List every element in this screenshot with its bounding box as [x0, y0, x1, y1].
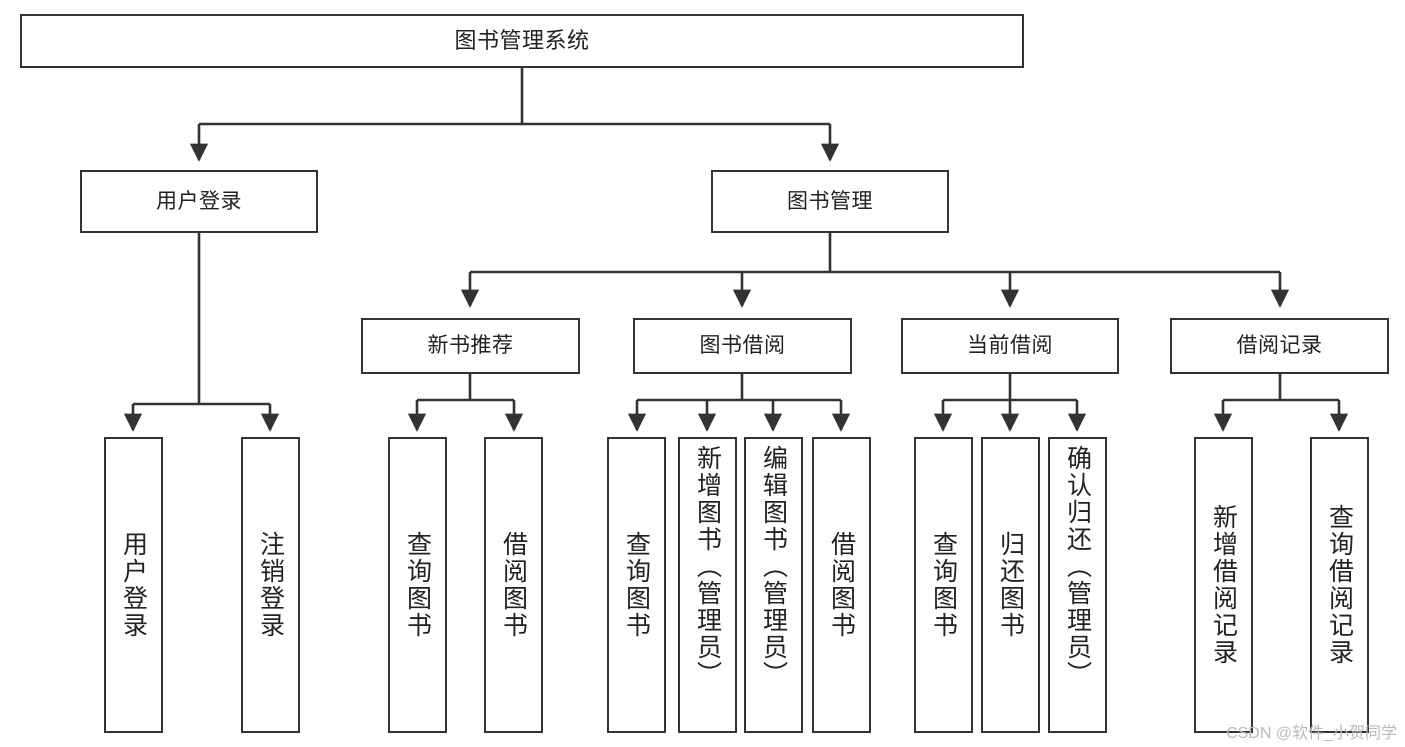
node-label: 编辑图书（管理员） — [759, 445, 788, 688]
leaf-borrow-book[interactable]: 借阅图书 — [812, 437, 871, 733]
leaf-query-book-new-rec[interactable]: 查询图书 — [388, 437, 447, 733]
node-book-management[interactable]: 图书管理 — [711, 170, 949, 233]
node-label: 图书借阅 — [699, 334, 786, 358]
node-label: 图书管理系统 — [454, 27, 590, 53]
node-current-borrowing[interactable]: 当前借阅 — [901, 318, 1119, 374]
node-label: 查询图书 — [403, 531, 432, 639]
leaf-edit-book-admin[interactable]: 编辑图书（管理员） — [744, 437, 803, 733]
node-label: 图书管理 — [787, 189, 873, 213]
csdn-watermark: CSDN @软件_小贺同学 — [1226, 725, 1397, 742]
leaf-query-borrow-record[interactable]: 查询借阅记录 — [1310, 437, 1369, 733]
leaf-borrow-book-new-rec[interactable]: 借阅图书 — [484, 437, 543, 733]
leaf-user-login[interactable]: 用户登录 — [104, 437, 163, 733]
leaf-add-book-admin[interactable]: 新增图书（管理员） — [678, 437, 737, 733]
node-label: 用户登录 — [119, 531, 148, 639]
node-label: 当前借阅 — [967, 334, 1053, 358]
node-label: 借阅图书 — [499, 531, 528, 639]
node-label: 查询图书 — [929, 531, 958, 639]
node-label: 用户登录 — [156, 189, 242, 213]
node-label: 新增借阅记录 — [1209, 504, 1238, 666]
node-label: 新书推荐 — [427, 334, 514, 358]
node-label: 确认归还（管理员） — [1063, 445, 1092, 688]
node-label: 借阅图书 — [827, 531, 856, 639]
node-label: 查询图书 — [622, 531, 651, 639]
leaf-query-book-current[interactable]: 查询图书 — [914, 437, 973, 733]
node-book-borrowing[interactable]: 图书借阅 — [633, 318, 852, 374]
node-label: 新增图书（管理员） — [693, 445, 722, 688]
node-label: 借阅记录 — [1236, 334, 1323, 358]
node-root-book-management-system[interactable]: 图书管理系统 — [20, 14, 1024, 68]
leaf-add-borrow-record[interactable]: 新增借阅记录 — [1194, 437, 1253, 733]
node-new-book-recommendation[interactable]: 新书推荐 — [361, 318, 580, 374]
node-label: 查询借阅记录 — [1325, 504, 1354, 666]
node-borrow-record[interactable]: 借阅记录 — [1170, 318, 1389, 374]
leaf-query-book-borrow[interactable]: 查询图书 — [607, 437, 666, 733]
node-user-login[interactable]: 用户登录 — [80, 170, 318, 233]
node-label: 归还图书 — [996, 531, 1025, 639]
leaf-confirm-return-admin[interactable]: 确认归还（管理员） — [1048, 437, 1107, 733]
node-label: 注销登录 — [256, 531, 285, 639]
leaf-logout-login[interactable]: 注销登录 — [241, 437, 300, 733]
leaf-return-book[interactable]: 归还图书 — [981, 437, 1040, 733]
